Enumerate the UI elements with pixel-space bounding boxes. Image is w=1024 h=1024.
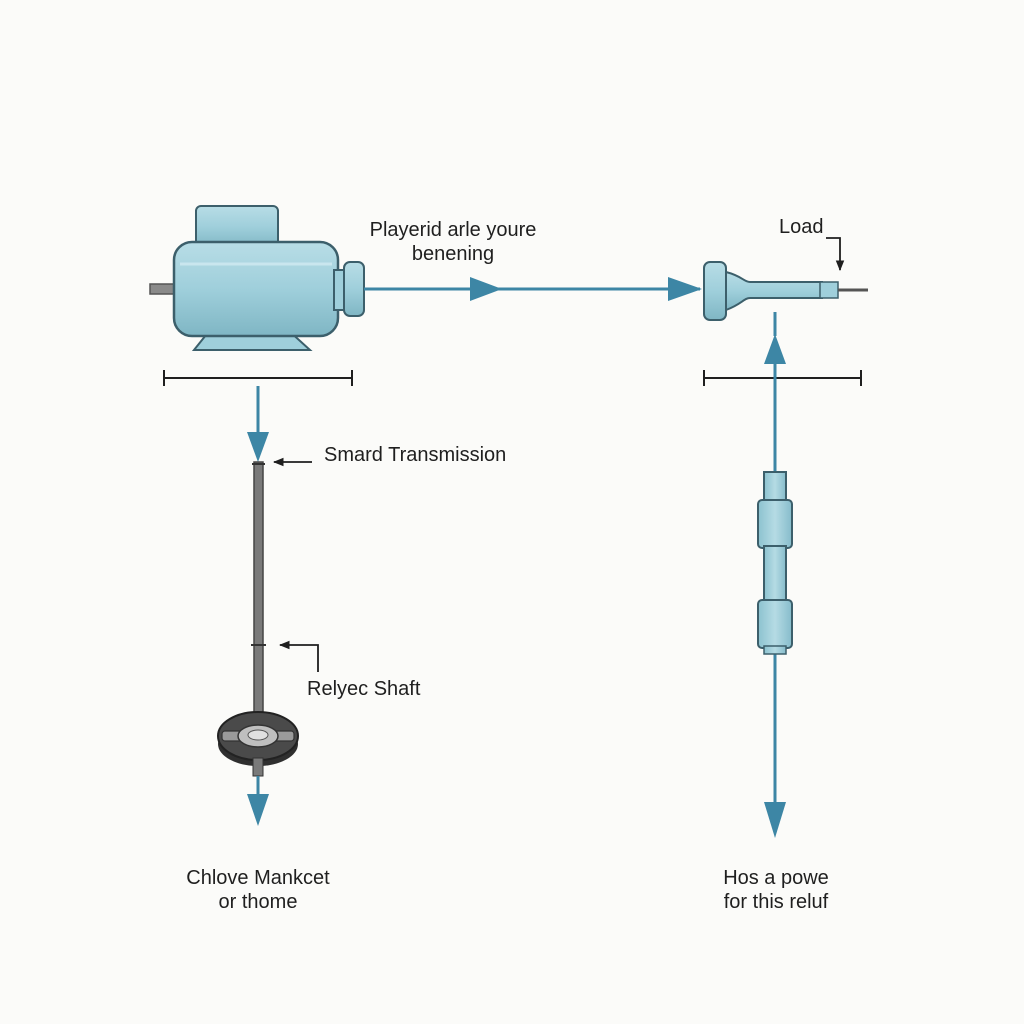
left-down-arrow	[247, 386, 269, 462]
shaft-pointer	[278, 640, 319, 672]
top-label-line2: benening	[411, 243, 495, 265]
right-dimension-bar	[703, 370, 862, 386]
top-label-line1: Playerid arle youre	[369, 219, 537, 241]
bottom-right-line1: Hos a powe	[723, 867, 829, 889]
shaft-label: Relyec Shaft	[307, 678, 421, 700]
motor-icon	[149, 205, 365, 351]
top-drive-arrow	[364, 277, 702, 301]
top-label: Playerid arle youre benening	[340, 218, 566, 266]
coupling-icon	[757, 471, 793, 655]
transmission-label: Smard Transmission	[324, 444, 507, 466]
tool-icon	[703, 261, 868, 321]
base-disc-icon	[217, 711, 299, 777]
left-bottom-arrow	[247, 776, 269, 826]
left-dimension-bar	[163, 370, 353, 386]
load-pointer	[826, 237, 845, 272]
bottom-left-label: Chlove Mankcet or thome	[158, 866, 358, 914]
load-label: Load	[779, 216, 824, 238]
transmission-shaft	[251, 461, 266, 719]
bottom-left-line1: Chlove Mankcet	[186, 867, 330, 889]
bottom-right-line2: for this reluf	[723, 891, 829, 913]
bottom-right-label: Hos a powe for this reluf	[676, 866, 876, 914]
bottom-left-line2: or thome	[218, 891, 298, 913]
